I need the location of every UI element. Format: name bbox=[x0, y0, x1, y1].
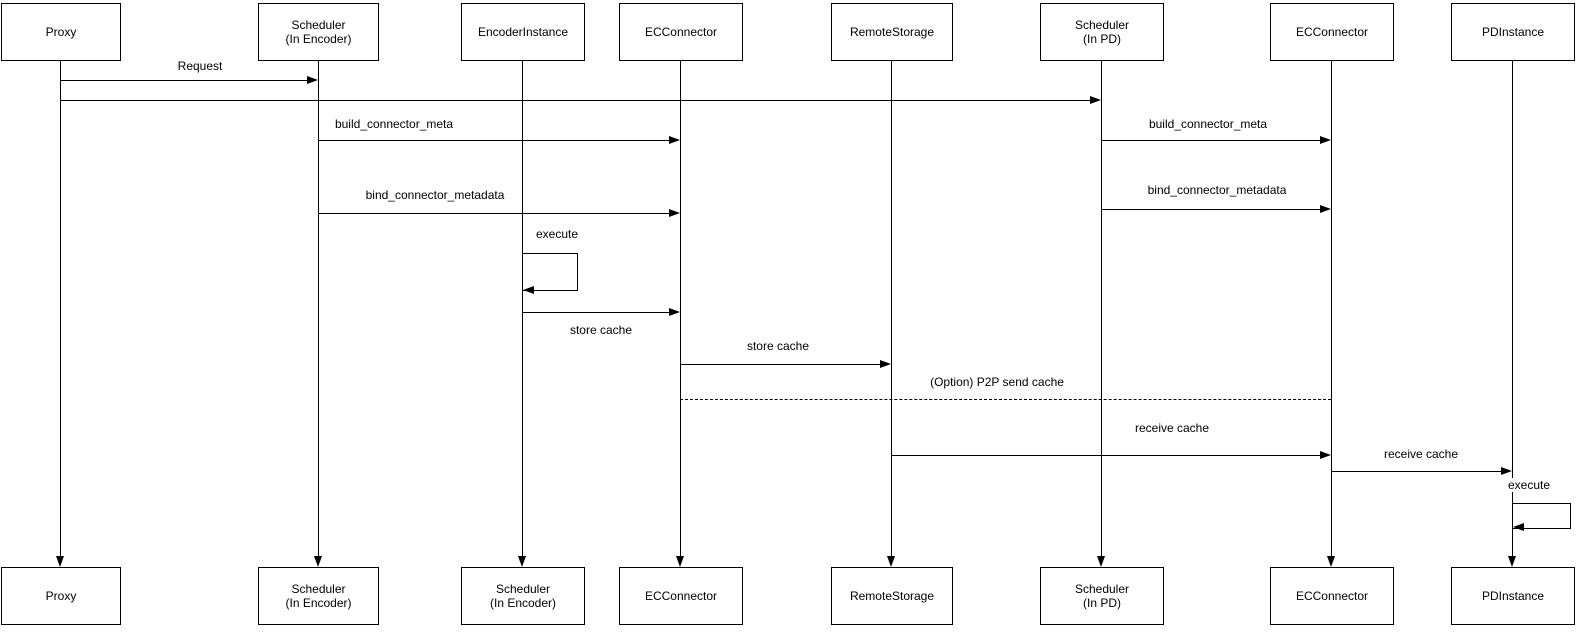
lifeline-arrowhead bbox=[1508, 556, 1516, 567]
actor-label: RemoteStorage bbox=[849, 25, 935, 39]
lifeline-arrowhead bbox=[1097, 556, 1105, 567]
lifeline-arrowhead bbox=[1327, 556, 1335, 567]
lifeline-arrowhead bbox=[314, 556, 322, 567]
lifeline-arrowhead bbox=[518, 556, 526, 567]
actor-label: ECConnector bbox=[1295, 589, 1369, 603]
message-label-build-connector-meta: build_connector_meta bbox=[332, 117, 456, 131]
message-arrowhead bbox=[669, 308, 680, 316]
lifeline-arrowhead bbox=[676, 556, 684, 567]
actor-bottom-pd-instance: PDInstance bbox=[1451, 567, 1575, 625]
actor-label: Proxy bbox=[45, 589, 77, 603]
message-arrowhead bbox=[669, 209, 680, 217]
actor-top-ecconnector-pd: ECConnector bbox=[1270, 3, 1394, 61]
self-loop-execute-encoder bbox=[522, 253, 578, 291]
message-arrowhead bbox=[523, 286, 534, 294]
message-label-execute-encoder: execute bbox=[533, 227, 581, 241]
lifeline-arrowhead bbox=[887, 556, 895, 567]
message-arrowhead bbox=[880, 360, 891, 368]
actor-bottom-ecconnector-encoder: ECConnector bbox=[619, 567, 743, 625]
actor-top-pd-instance: PDInstance bbox=[1451, 3, 1575, 61]
message-label-receive-cache-remote: receive cache bbox=[1132, 421, 1212, 435]
actor-label: ECConnector bbox=[644, 589, 718, 603]
lifeline-encoder-instance bbox=[522, 61, 523, 556]
actor-label: ECConnector bbox=[644, 25, 718, 39]
actor-bottom-remote-storage: RemoteStorage bbox=[831, 567, 953, 625]
actor-label: EncoderInstance bbox=[477, 25, 569, 39]
actor-label: Scheduler (In PD) bbox=[1074, 582, 1130, 610]
message-label-receive-cache-pd: receive cache bbox=[1381, 447, 1461, 461]
message-arrowhead bbox=[1090, 96, 1101, 104]
lifeline-proxy bbox=[60, 61, 61, 556]
message-line-build-connector-meta-pd bbox=[1101, 140, 1320, 141]
lifeline-pd-instance bbox=[1512, 61, 1513, 556]
message-arrowhead bbox=[1320, 205, 1331, 213]
message-arrowhead bbox=[1513, 523, 1524, 531]
message-label-build-connector-meta-pd: build_connector_meta bbox=[1146, 117, 1270, 131]
actor-label: PDInstance bbox=[1481, 25, 1545, 39]
actor-top-remote-storage: RemoteStorage bbox=[831, 3, 953, 61]
message-arrowhead bbox=[1320, 451, 1331, 459]
message-arrowhead bbox=[669, 136, 680, 144]
actor-bottom-ecconnector-pd: ECConnector bbox=[1270, 567, 1394, 625]
lifeline-arrowhead bbox=[56, 556, 64, 567]
message-arrowhead bbox=[1501, 467, 1512, 475]
message-line-store-cache-remote bbox=[680, 364, 880, 365]
message-label-bind-connector-metadata: bind_connector_metadata bbox=[363, 188, 507, 202]
lifeline-remote-storage bbox=[891, 61, 892, 556]
message-label-bind-connector-metadata-pd: bind_connector_metadata bbox=[1145, 183, 1289, 197]
actor-bottom-scheduler-pd: Scheduler (In PD) bbox=[1040, 567, 1164, 625]
message-line-build-connector-meta bbox=[318, 140, 670, 141]
lifeline-scheduler-encoder bbox=[318, 61, 319, 556]
message-label-request: Request bbox=[175, 59, 225, 73]
message-line-store-cache-encoder bbox=[522, 312, 669, 313]
message-label-p2p-send-cache: (Option) P2P send cache bbox=[928, 375, 1066, 389]
actor-label: RemoteStorage bbox=[849, 589, 935, 603]
lifeline-ecconnector-encoder bbox=[680, 61, 681, 556]
actor-top-scheduler-encoder: Scheduler (In Encoder) bbox=[258, 3, 379, 61]
message-line-receive-cache-remote bbox=[891, 455, 1320, 456]
actor-label: PDInstance bbox=[1481, 589, 1545, 603]
actor-top-proxy: Proxy bbox=[1, 3, 121, 61]
actor-top-ecconnector-encoder: ECConnector bbox=[619, 3, 743, 61]
actor-bottom-proxy: Proxy bbox=[1, 567, 121, 625]
message-line-receive-cache-pd bbox=[1331, 471, 1501, 472]
message-arrowhead bbox=[307, 76, 318, 84]
actor-label: Scheduler (In PD) bbox=[1074, 18, 1130, 46]
message-arrowhead bbox=[1320, 136, 1331, 144]
lifeline-scheduler-pd bbox=[1101, 61, 1102, 556]
actor-label: Scheduler (In Encoder) bbox=[489, 582, 557, 610]
self-loop-execute-pd bbox=[1512, 503, 1571, 529]
actor-label: Scheduler (In Encoder) bbox=[285, 18, 352, 46]
message-line-request bbox=[60, 80, 308, 81]
message-label-store-cache-remote: store cache bbox=[744, 339, 812, 353]
actor-label: Scheduler (In Encoder) bbox=[285, 582, 352, 610]
message-line-p2p-send-cache bbox=[680, 399, 1331, 400]
actor-label: ECConnector bbox=[1295, 25, 1369, 39]
message-label-store-cache-encoder: store cache bbox=[567, 323, 635, 337]
message-line-bind-connector-metadata bbox=[318, 213, 670, 214]
message-line-proxy-to-scheduler-pd bbox=[60, 100, 1090, 101]
message-label-execute-pd: execute bbox=[1505, 478, 1553, 492]
actor-top-encoder-instance: EncoderInstance bbox=[461, 3, 585, 61]
actor-bottom-scheduler-encoder-2: Scheduler (In Encoder) bbox=[461, 567, 585, 625]
actor-top-scheduler-pd: Scheduler (In PD) bbox=[1040, 3, 1164, 61]
message-line-bind-connector-metadata-pd bbox=[1101, 209, 1320, 210]
actor-label: Proxy bbox=[45, 25, 77, 39]
lifeline-ecconnector-pd bbox=[1331, 61, 1332, 556]
actor-bottom-scheduler-encoder: Scheduler (In Encoder) bbox=[258, 567, 379, 625]
